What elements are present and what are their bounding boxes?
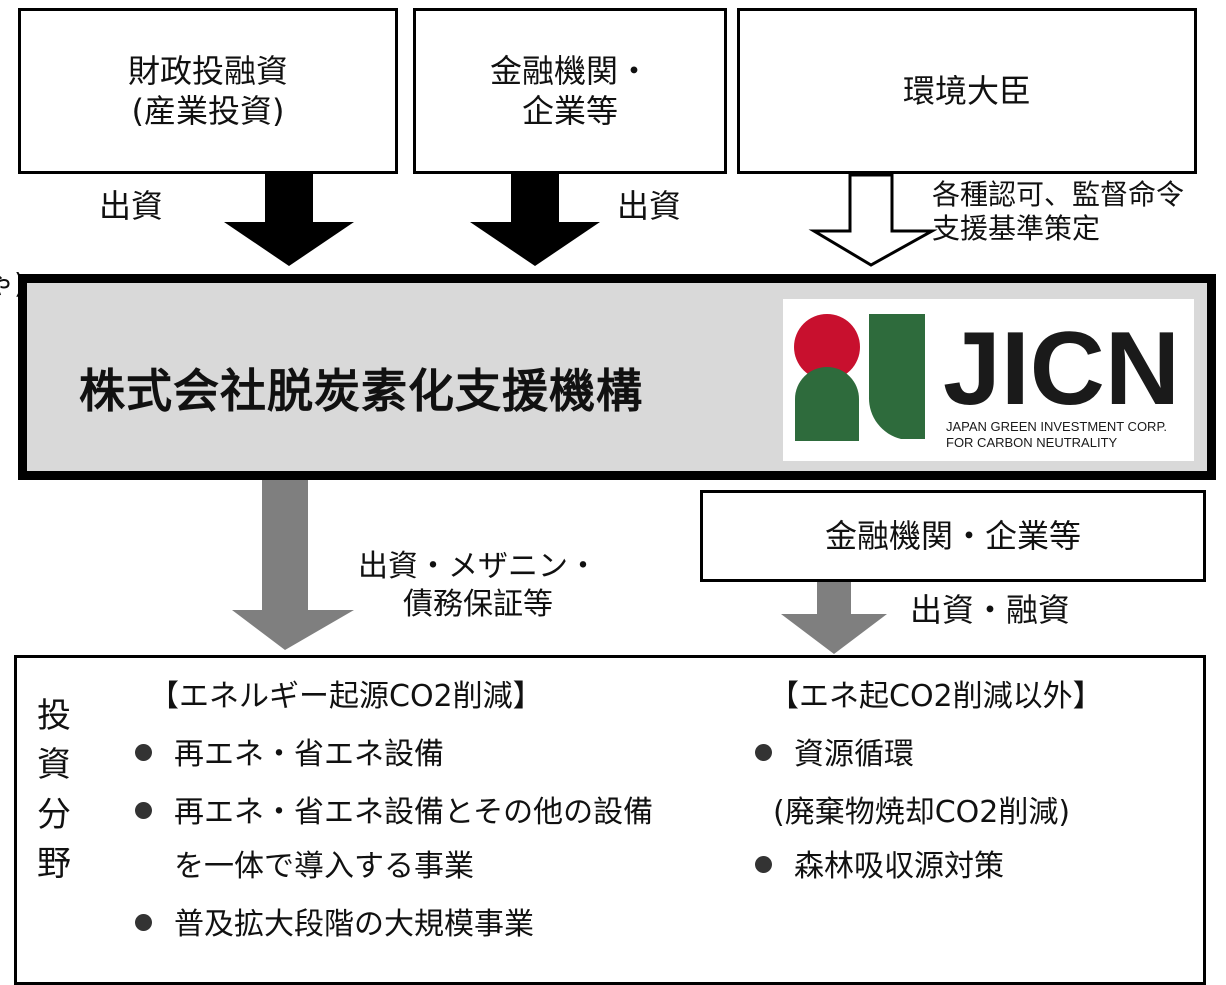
bullet-dot xyxy=(135,744,152,761)
financial-institutions-label: 金融機関・ 企業等 xyxy=(489,52,650,130)
logo-green-shape-left xyxy=(795,367,859,441)
bullet-dot xyxy=(135,914,152,931)
organization-name: 株式会社脱炭素化支援機構 xyxy=(79,364,643,418)
investment-label-left: 出資 xyxy=(99,187,164,225)
organization-box: 株式会社脱炭素化支援機構 JICN JAPAN GREEN INVESTMENT… xyxy=(18,274,1216,480)
energy-item-2-continued: を一体で導入する事業 xyxy=(174,849,474,884)
bullet-dot xyxy=(755,856,772,873)
mezzanine-arrow xyxy=(232,480,354,650)
fiscal-investment-box: 財政投融資 (産業投資) xyxy=(18,8,398,174)
non-energy-heading: 【エネ起CO2削減以外】 xyxy=(769,679,1103,714)
investment-arrow-mid xyxy=(470,174,600,266)
investment-label-mid: 出資 xyxy=(617,187,682,225)
co-investors-label: 金融機関・企業等 xyxy=(824,517,1081,555)
energy-item-3: 普及拡大段階の大規模事業 xyxy=(135,906,534,944)
co-investors-box: 金融機関・企業等 xyxy=(700,490,1206,582)
investment-arrow-left xyxy=(224,174,354,266)
investment-fields-label: 投 資 分 野 xyxy=(37,696,71,884)
jicn-logo: JICN JAPAN GREEN INVESTMENT CORP. FOR CA… xyxy=(783,299,1194,461)
fiscal-investment-label: 財政投融資 (産業投資) xyxy=(127,52,288,130)
energy-item-1: 再エネ・省エネ設備 xyxy=(135,736,444,774)
co-investment-arrow xyxy=(781,582,887,654)
mezzanine-label: 出資・メザニン・ 債務保証等 xyxy=(358,549,598,622)
logo-green-shape-right xyxy=(868,314,925,439)
energy-item-2: 再エネ・省エネ設備とその他の設備 xyxy=(135,794,653,832)
financial-institutions-box: 金融機関・ 企業等 xyxy=(413,8,727,174)
logo-wordmark: JICN xyxy=(943,311,1180,427)
logo-subtitle-2: FOR CARBON NEUTRALITY xyxy=(946,435,1118,450)
logo-red-circle xyxy=(794,314,860,380)
environment-minister-label: 環境大臣 xyxy=(902,72,1031,110)
non-energy-item-2: 森林吸収源対策 xyxy=(755,848,1004,886)
environment-minister-box: 環境大臣 xyxy=(737,8,1197,174)
bullet-dot xyxy=(755,744,772,761)
investment-fields-box: 投 資 分 野 【エネルギー起源CO2削減】 再エネ・省エネ設備 再エネ・省エネ… xyxy=(14,655,1206,985)
co-investment-label: 出資・融資 xyxy=(910,591,1071,629)
regulation-label: 各種認可、監督命令 支援基準策定 xyxy=(932,178,1185,245)
non-energy-item-1: 資源循環 xyxy=(755,736,914,774)
logo-subtitle-1: JAPAN GREEN INVESTMENT CORP. xyxy=(946,419,1167,434)
non-energy-note: (廃棄物焼却CO2削減) xyxy=(773,795,1071,830)
regulation-arrow xyxy=(808,174,938,267)
bullet-dot xyxy=(135,802,152,819)
energy-heading: 【エネルギー起源CO2削減】 xyxy=(149,679,543,714)
